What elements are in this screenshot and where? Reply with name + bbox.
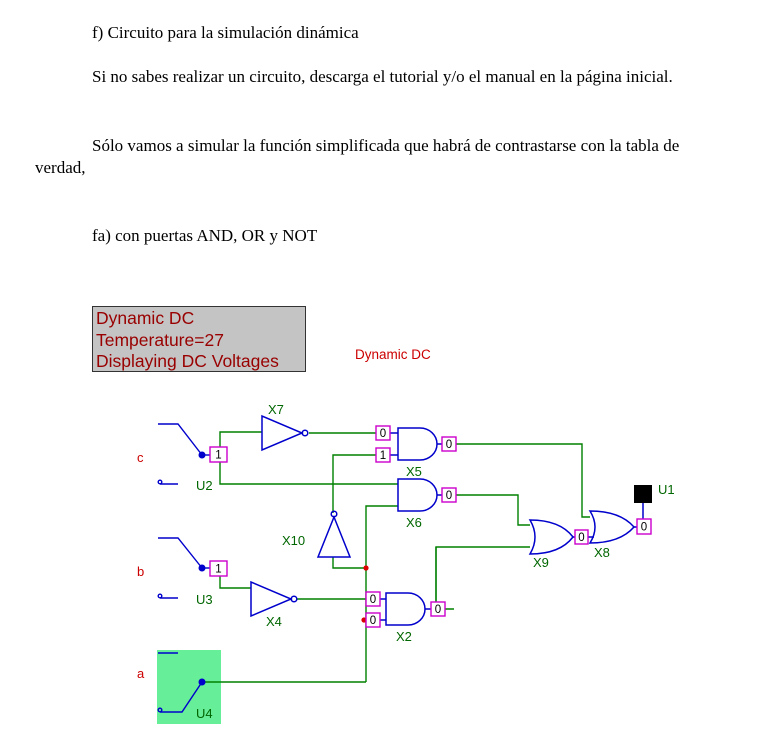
- svg-text:0: 0: [370, 594, 376, 606]
- pin-value-u3: 1: [209, 560, 228, 577]
- paragraph-simulation: Sólo vamos a simular la función simplifi…: [35, 136, 680, 177]
- and-gate-x6[interactable]: [397, 478, 442, 512]
- or-gate-x9[interactable]: [528, 519, 575, 555]
- junction-dot: [361, 617, 367, 623]
- pin-value-x6-out: 0: [441, 487, 457, 503]
- input-label-c: c: [137, 450, 144, 465]
- switch-u2[interactable]: [157, 423, 210, 485]
- junction-dot: [363, 565, 369, 571]
- gate-label-x6: X6: [406, 515, 422, 530]
- svg-text:0: 0: [578, 532, 584, 544]
- gate-label-x2: X2: [396, 629, 412, 644]
- output-label-u1: U1: [658, 482, 675, 497]
- svg-text:0: 0: [446, 490, 452, 502]
- switch-label-u2: U2: [196, 478, 213, 493]
- or-gate-x8[interactable]: [588, 510, 637, 544]
- simulation-status-box: Dynamic DC Temperature=27 Displaying DC …: [92, 306, 306, 372]
- gate-label-x10: X10: [282, 533, 305, 548]
- gate-label-x8: X8: [594, 545, 610, 560]
- status-line-mode: Dynamic DC: [96, 308, 195, 328]
- switch-label-u4: U4: [196, 706, 213, 721]
- output-probe-u1[interactable]: [634, 485, 652, 503]
- gate-label-x5: X5: [406, 464, 422, 479]
- gate-label-x9: X9: [533, 555, 549, 570]
- not-gate-x4[interactable]: [250, 580, 298, 618]
- svg-text:0: 0: [446, 439, 452, 451]
- svg-text:1: 1: [215, 450, 221, 462]
- switch-u4[interactable]: [157, 652, 206, 713]
- and-gate-x2[interactable]: [380, 592, 431, 626]
- gate-label-x7: X7: [268, 402, 284, 417]
- switch-label-u3: U3: [196, 592, 213, 607]
- pin-value-u1: 0: [636, 518, 652, 535]
- subheading-gates: fa) con puertas AND, OR y NOT: [92, 226, 318, 245]
- heading: f) Circuito para la simulación dinámica: [92, 23, 359, 42]
- svg-text:1: 1: [215, 564, 221, 576]
- pin-value-x5-in2: 1: [375, 447, 391, 463]
- pin-value-x5-in1: 0: [375, 425, 391, 441]
- svg-text:0: 0: [380, 428, 386, 440]
- input-label-a: a: [137, 666, 145, 681]
- pin-value-u2: 1: [209, 446, 228, 463]
- switch-u3[interactable]: [157, 537, 210, 599]
- not-gate-x7[interactable]: [261, 414, 309, 452]
- pin-value-x9-out: 0: [574, 529, 589, 545]
- and-gate-x5[interactable]: [390, 427, 442, 461]
- svg-text:0: 0: [641, 522, 647, 534]
- svg-text:0: 0: [435, 604, 441, 616]
- pin-value-x2-in2: 0: [365, 612, 381, 628]
- gate-label-x4: X4: [266, 614, 282, 629]
- not-gate-x10[interactable]: [316, 510, 352, 558]
- input-label-b: b: [137, 564, 144, 579]
- svg-text:0: 0: [370, 615, 376, 627]
- svg-text:1: 1: [380, 450, 386, 462]
- paragraph-tutorial: Si no sabes realizar un circuito, descar…: [92, 67, 673, 86]
- mode-label: Dynamic DC: [355, 347, 431, 362]
- pin-value-x5-out: 0: [441, 436, 457, 452]
- status-line-temperature: Temperature=27: [96, 329, 224, 350]
- pin-value-x2-in1: 0: [365, 591, 381, 607]
- pin-value-x2-out: 0: [430, 601, 446, 617]
- status-line-display: Displaying DC Voltages: [96, 351, 279, 371]
